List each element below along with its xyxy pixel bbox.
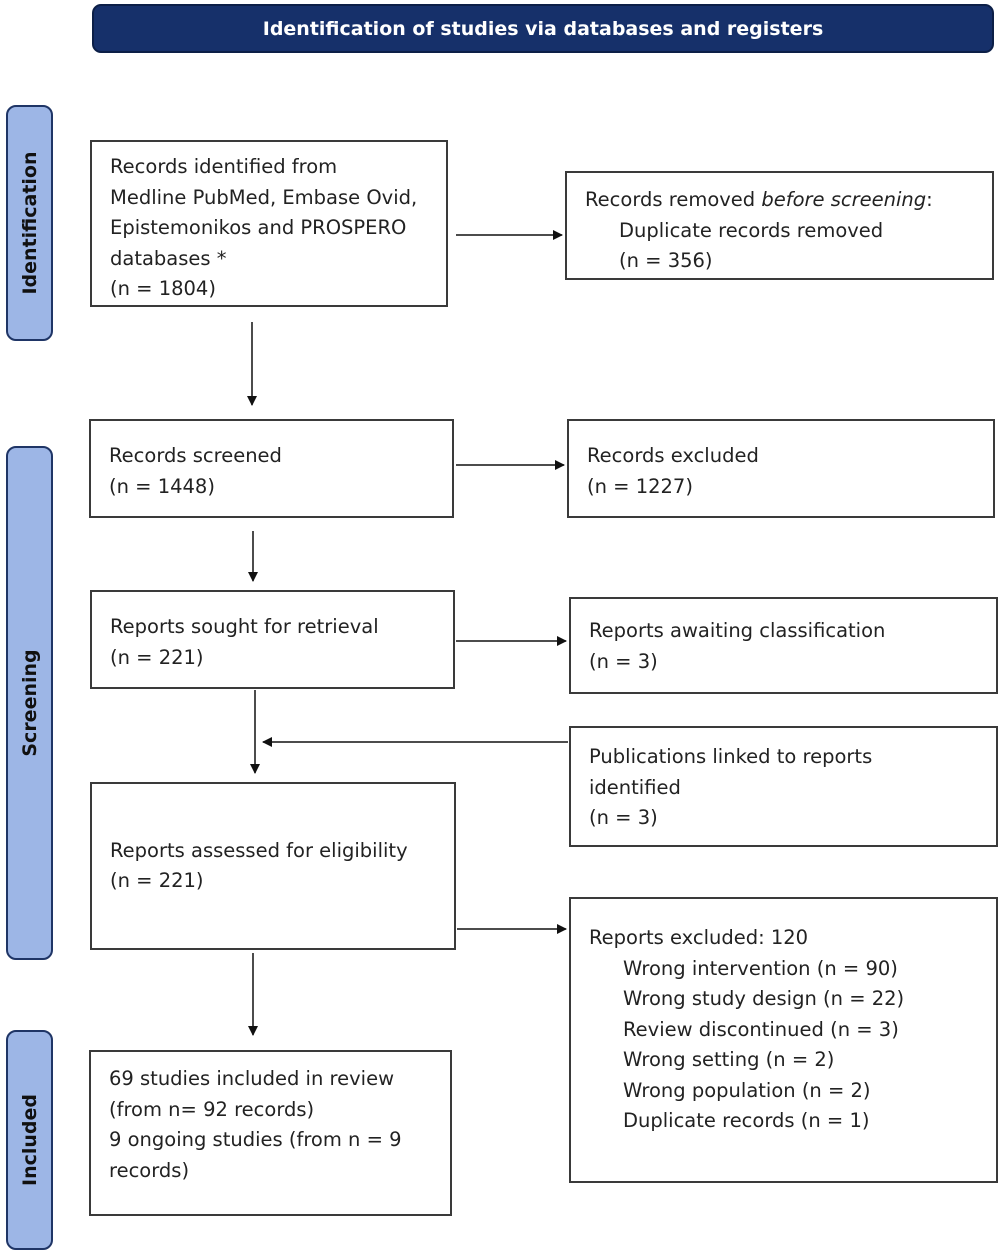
box-line: 69 studies included in review (109, 1067, 395, 1090)
box-line: (n = 1804) (110, 277, 216, 300)
diagram-header: Identification of studies via databases … (92, 4, 994, 53)
box-included-studies: 69 studies included in review (from n= 9… (89, 1050, 452, 1216)
exclusion-reason: Wrong population (n = 2) (623, 1078, 871, 1102)
box-line: 9 ongoing studies (from n = 9 (109, 1128, 402, 1151)
stage-identification: Identification (6, 105, 53, 341)
stage-screening: Screening (6, 446, 53, 960)
box-records-screened: Records screened (n = 1448) (89, 419, 454, 518)
exclusion-reason: Review discontinued (n = 3) (623, 1017, 899, 1041)
box-line: (n = 221) (110, 869, 204, 892)
box-line: (n = 1448) (109, 474, 215, 498)
box-line: Records excluded (587, 444, 759, 467)
box-line: databases * (110, 246, 227, 270)
box-line: Records removed before screening: (585, 185, 992, 216)
box-line: Publications linked to reports (589, 745, 873, 768)
box-line: (n = 221) (110, 645, 204, 669)
box-line: Reports awaiting classification (589, 619, 886, 642)
box-line: Records screened (109, 444, 282, 467)
box-text: Records removed (585, 188, 762, 211)
box-line: (n = 356) (619, 249, 713, 272)
box-records-removed: Records removed before screening: Duplic… (565, 171, 994, 280)
box-line: (n = 1227) (587, 474, 693, 498)
box-reports-assessed: Reports assessed for eligibility (n = 22… (90, 782, 456, 950)
box-line: Duplicate records removed (619, 218, 884, 242)
box-line: Records identified from (110, 155, 338, 178)
box-line: Reports excluded: 120 (589, 926, 809, 949)
header-title: Identification of studies via databases … (262, 17, 824, 40)
exclusion-reason: Wrong intervention (n = 90) (623, 956, 898, 980)
box-records-excluded: Records excluded (n = 1227) (567, 419, 995, 518)
box-line: Epistemonikos and PROSPERO (110, 216, 407, 239)
box-reports-awaiting: Reports awaiting classification (n = 3) (569, 597, 998, 694)
box-line: (n = 3) (589, 649, 658, 673)
box-line: Reports sought for retrieval (110, 615, 379, 638)
box-reports-sought: Reports sought for retrieval (n = 221) (90, 590, 455, 689)
stage-included: Included (6, 1030, 53, 1250)
box-records-identified: Records identified from Medline PubMed, … (90, 140, 448, 307)
box-text-emphasis: before screening (761, 188, 927, 211)
box-line: records) (109, 1158, 190, 1182)
box-line: Reports assessed for eligibility (110, 838, 408, 862)
box-line: Medline PubMed, Embase Ovid, (110, 185, 418, 209)
box-line: (from n= 92 records) (109, 1097, 315, 1121)
box-publications-linked: Publications linked to reports identifie… (569, 726, 998, 847)
box-line: identified (589, 775, 681, 799)
box-reports-excluded: Reports excluded: 120 Wrong intervention… (569, 897, 998, 1183)
exclusion-reason: Wrong setting (n = 2) (623, 1048, 835, 1071)
box-line: (n = 3) (589, 806, 658, 829)
box-text: : (926, 188, 933, 211)
exclusion-reason: Duplicate records (n = 1) (623, 1109, 870, 1132)
exclusion-reason: Wrong study design (n = 22) (623, 987, 905, 1010)
